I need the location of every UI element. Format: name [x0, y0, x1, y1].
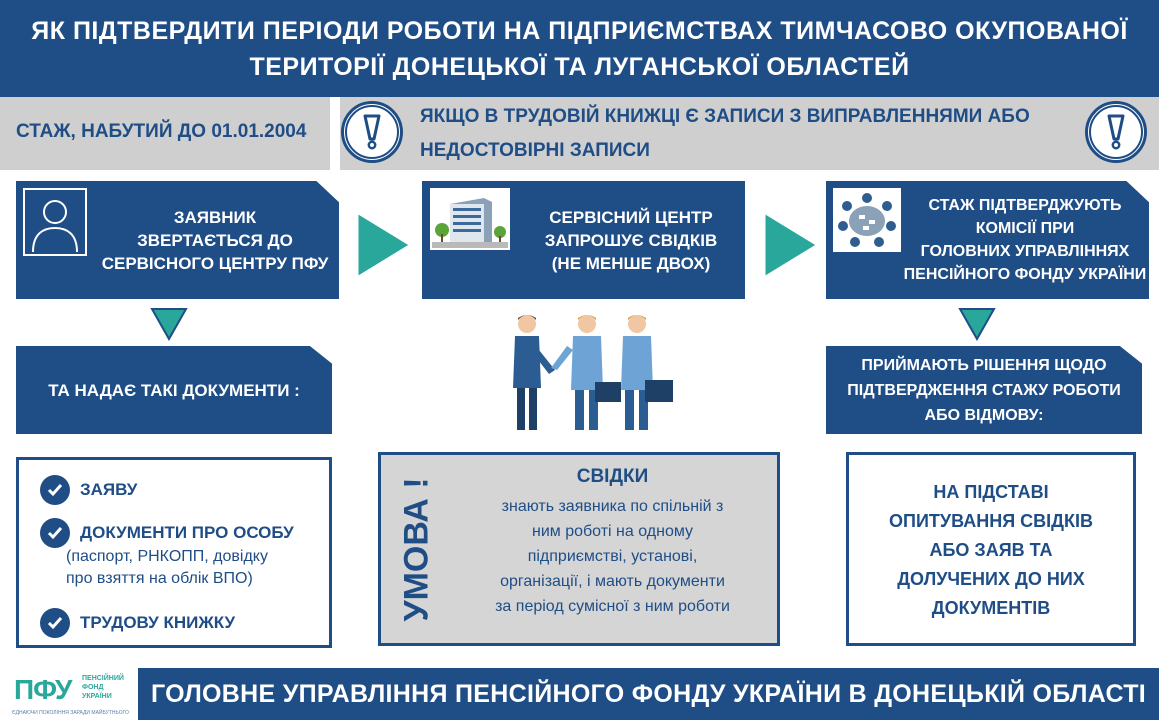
decision-box: ПРИЙМАЮТЬ РІШЕННЯ ЩОДО ПІДТВЕРДЖЕННЯ СТА… [826, 346, 1142, 434]
step-2-line-3: (НЕ МЕНШЕ ДВОХ) [551, 253, 711, 273]
person-icon [23, 188, 87, 256]
doc-item-identity: ДОКУМЕНТИ ПРО ОСОБУ [80, 523, 294, 542]
alert-icon [341, 101, 403, 163]
footer-text: ГОЛОВНЕ УПРАВЛІННЯ ПЕНСІЙНОГО ФОНДУ УКРА… [150, 679, 1147, 708]
step-3-line-4: ПЕНСІЙНОГО ФОНДУ УКРАЇНИ [903, 266, 1147, 283]
condition-line-4: організації, і мають документи [500, 573, 725, 590]
condition-content: СВІДКИ знають заявника по спільній з ним… [455, 466, 770, 619]
pfu-logo: ПФУ ПЕНСІЙНИЙ ФОНД УКРАЇНИ ЄДНАЮЧИ ПОКОЛ… [6, 668, 134, 720]
list-item: ДОКУМЕНТИ ПРО ОСОБУ [40, 518, 294, 548]
doc-item-application: ЗАЯВУ [80, 480, 138, 499]
arrow-down-icon [150, 307, 188, 346]
decision-line-1: ПРИЙМАЮТЬ РІШЕННЯ ЩОДО [861, 356, 1107, 374]
page-title: ЯК ПІДТВЕРДИТИ ПЕРІОДИ РОБОТИ НА ПІДПРИЄ… [0, 0, 1159, 97]
decision-line-2: ПІДТВЕРДЖЕННЯ СТАЖУ РОБОТИ [847, 381, 1121, 399]
identity-details-line-2: про взяття на облік ВПО) [66, 570, 253, 587]
condition-line-5: за період сумісної з ним роботи [495, 598, 730, 615]
banner-divider [330, 97, 340, 170]
decision-line-3: АБО ВІДМОВУ: [924, 406, 1044, 424]
condition-label: УМОВА ! [397, 476, 436, 622]
basis-line-5: ДОКУМЕНТІВ [931, 598, 1051, 618]
check-icon [40, 475, 70, 505]
banner-left-text: СТАЖ, НАБУТИЙ ДО 01.01.2004 [16, 121, 307, 142]
arrow-right-icon-2 [760, 209, 822, 285]
arrow-down-icon-right [958, 307, 996, 346]
witnesses-illustration [505, 310, 685, 440]
alert-icon-right [1085, 101, 1147, 163]
identity-details-line-1: (паспорт, РНКОПП, довідку [66, 548, 268, 565]
logo-name-line-1: ПЕНСІЙНИЙ [82, 675, 124, 682]
documents-heading-box: ТА НАДАЄ ТАКІ ДОКУМЕНТИ : [16, 346, 332, 434]
logo-name-line-2: ФОНД [82, 684, 104, 691]
basis-line-1: НА ПІДСТАВІ [933, 482, 1049, 502]
step-3-line-1: СТАЖ ПІДТВЕРДЖУЮТЬ [928, 197, 1122, 214]
step-2-line-2: ЗАПРОШУЄ СВІДКІВ [544, 230, 718, 250]
basis-line-2: ОПИТУВАННЯ СВІДКІВ [889, 511, 1093, 531]
building-icon [430, 188, 510, 250]
title-line-2: ТЕРИТОРІЇ ДОНЕЦЬКОЇ ТА ЛУГАНСЬКОЇ ОБЛАСТ… [249, 52, 910, 81]
banner-right-line-1: ЯКЩО В ТРУДОВІЙ КНИЖЦІ Є ЗАПИСИ З ВИПРАВ… [420, 106, 1030, 127]
banner-right-line-2: НЕДОСТОВІРНІ ЗАПИСИ [420, 140, 650, 161]
meeting-icon [833, 188, 901, 252]
basis-line-4: ДОЛУЧЕНИХ ДО НИХ [897, 569, 1085, 589]
step-3-line-2: КОМІСІЇ ПРИ [975, 220, 1075, 237]
condition-heading: СВІДКИ [576, 466, 649, 487]
condition-box [378, 452, 780, 646]
step-1-line-2: ЗВЕРТАЄТЬСЯ ДО [137, 230, 293, 250]
condition-line-1: знають заявника по спільній з [501, 498, 724, 515]
condition-label-wrap: УМОВА ! [384, 458, 450, 640]
list-item: ТРУДОВУ КНИЖКУ [40, 608, 235, 638]
info-banner [0, 97, 1159, 170]
doc-item-workbook: ТРУДОВУ КНИЖКУ [80, 613, 236, 632]
condition-line-3: підприємстві, установі, [527, 548, 698, 565]
documents-heading: ТА НАДАЄ ТАКІ ДОКУМЕНТИ : [48, 380, 300, 400]
decision-basis-frame [846, 452, 1136, 646]
step-3-line-3: ГОЛОВНИХ УПРАВЛІННЯХ [920, 243, 1130, 260]
logo-mark: ПФУ [14, 674, 72, 705]
banner-right-text: ЯКЩО В ТРУДОВІЙ КНИЖЦІ Є ЗАПИСИ З ВИПРАВ… [420, 100, 1030, 168]
list-item: ЗАЯВУ [40, 475, 137, 505]
footer-banner: ГОЛОВНЕ УПРАВЛІННЯ ПЕНСІЙНОГО ФОНДУ УКРА… [138, 668, 1159, 720]
condition-line-2: ним роботі на одному [531, 523, 694, 540]
logo-name: ПЕНСІЙНИЙ ФОНД УКРАЇНИ [82, 674, 124, 701]
decision-basis: НА ПІДСТАВІ ОПИТУВАННЯ СВІДКІВ АБО ЗАЯВ … [846, 478, 1136, 623]
check-icon [40, 518, 70, 548]
step-1-line-3: СЕРВІСНОГО ЦЕНТРУ ПФУ [101, 253, 329, 273]
basis-line-3: АБО ЗАЯВ ТА [929, 540, 1053, 560]
step-2-line-1: СЕРВІСНИЙ ЦЕНТР [549, 207, 713, 227]
doc-item-identity-details: (паспорт, РНКОПП, довідку про взяття на … [66, 546, 268, 590]
step-applicant: ЗАЯВНИК ЗВЕРТАЄТЬСЯ ДО СЕРВІСНОГО ЦЕНТРУ… [16, 181, 339, 299]
title-line-1: ЯК ПІДТВЕРДИТИ ПЕРІОДИ РОБОТИ НА ПІДПРИЄ… [31, 16, 1128, 45]
step-1-line-1: ЗАЯВНИК [173, 207, 257, 227]
logo-name-line-3: УКРАЇНИ [82, 693, 112, 700]
arrow-right-icon [353, 209, 415, 285]
logo-slogan: ЄДНАЮЧИ ПОКОЛІННЯ ЗАРАДИ МАЙБУТНЬОГО [12, 710, 129, 716]
check-icon [40, 608, 70, 638]
